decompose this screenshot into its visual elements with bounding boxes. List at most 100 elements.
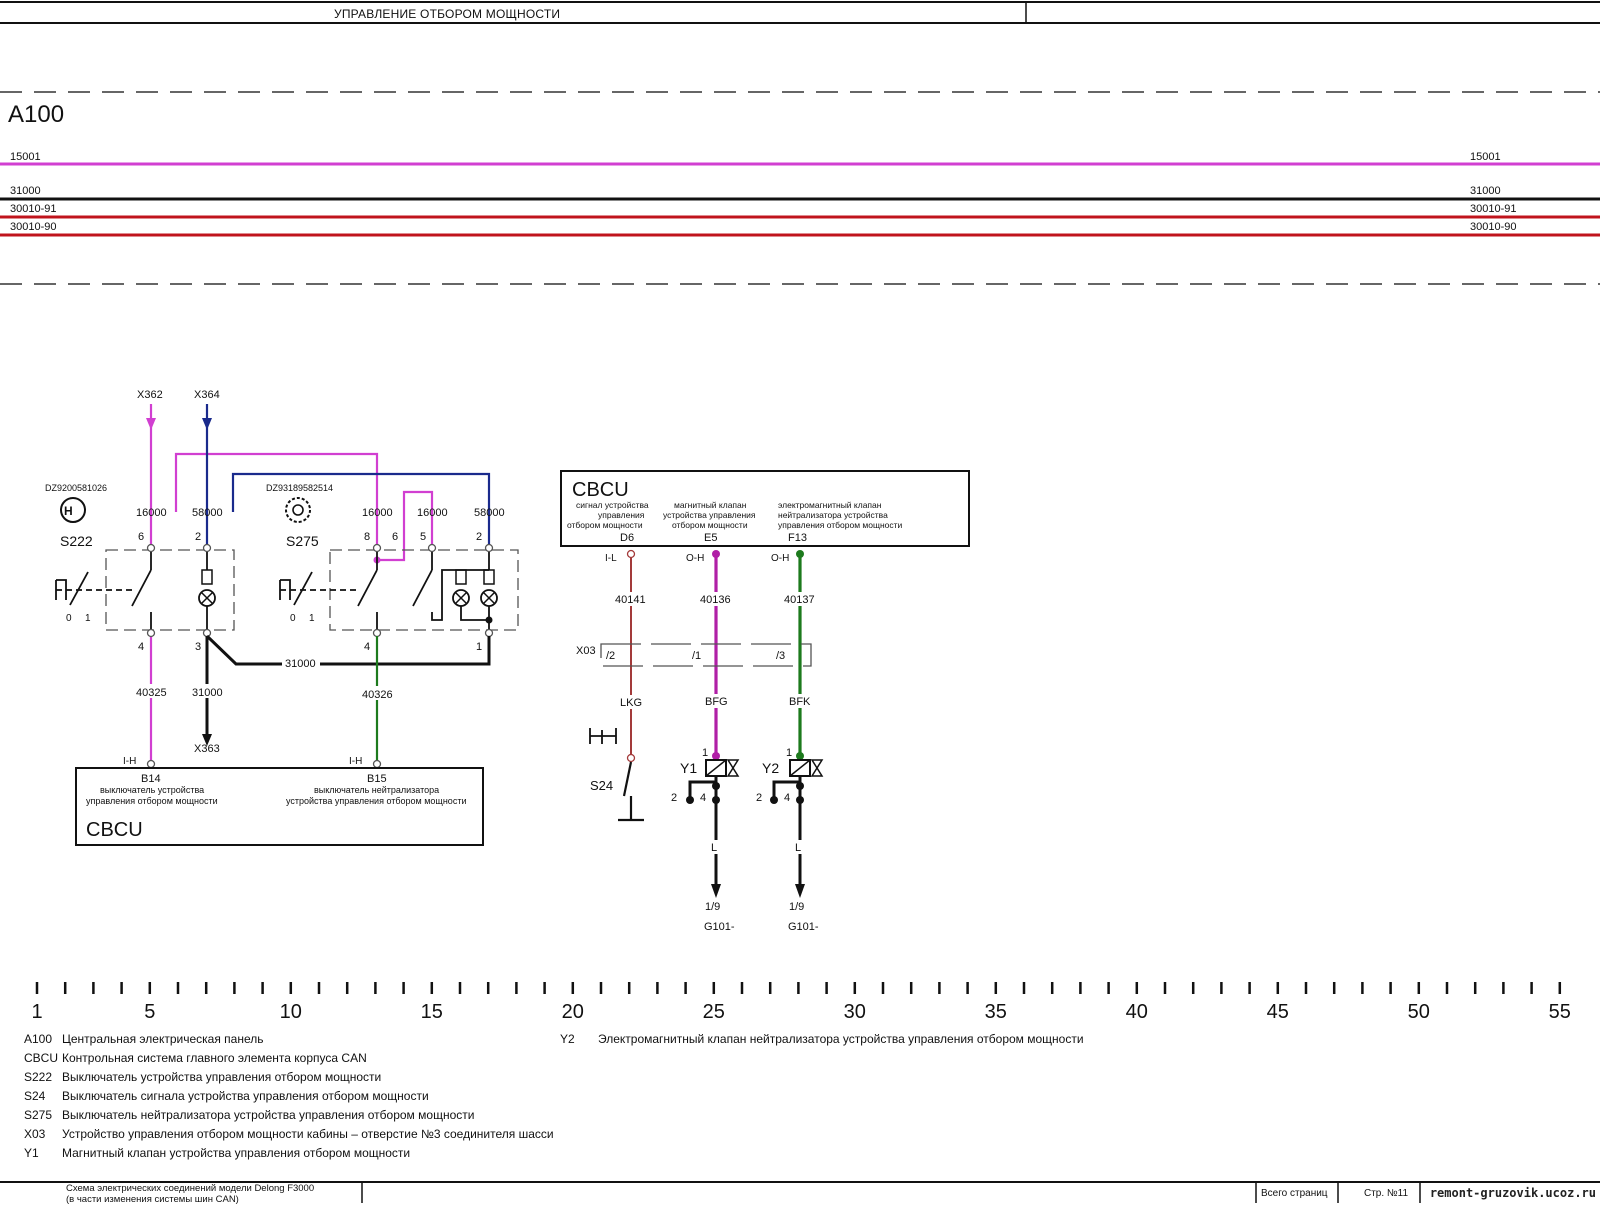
cbcu-pin-desc: устройства управления отбором мощности: [286, 796, 466, 806]
wire-label: 16000: [417, 507, 448, 519]
switch-s24: [618, 761, 644, 822]
page-title: УПРАВЛЕНИЕ ОТБОРОМ МОЩНОСТИ: [334, 7, 561, 21]
title-frame: [0, 1, 1600, 24]
connector-x363: X363: [194, 743, 220, 755]
cbcu-pin: F13: [788, 532, 807, 544]
lamp-icon: [198, 550, 216, 630]
connector-x362: X362: [137, 389, 163, 401]
pin-number: 4: [364, 641, 370, 653]
pin-type: O-H: [771, 553, 789, 564]
scale-label: 20: [562, 1001, 584, 1023]
pin-number: 1: [476, 641, 482, 653]
pin-number: 2: [756, 792, 762, 804]
wire-58000: [205, 404, 491, 546]
gear-icon: [285, 497, 311, 523]
bus-label-left: 31000: [10, 185, 41, 197]
cbcu-pin-desc: управления отбором мощности: [86, 796, 218, 806]
wire-label: 31000: [192, 687, 223, 699]
wire-color-code: BFG: [705, 696, 728, 708]
pin-terminal: [372, 759, 382, 769]
valve-y1: [686, 752, 740, 898]
switch-name-s275: S275: [286, 533, 319, 549]
pin-type: I-L: [605, 553, 617, 564]
connector-pin: /2: [606, 650, 615, 662]
cbcu-pin: E5: [704, 532, 717, 544]
switch-position: 0: [290, 613, 296, 624]
ground-point: G101-: [788, 921, 819, 933]
connector-pin: /3: [776, 650, 785, 662]
cbcu-pin-desc: управления отбором мощности: [778, 520, 903, 530]
pin-terminal: [796, 550, 804, 558]
cbcu-pin-desc: магнитный клапан: [674, 500, 747, 510]
pin-terminal: [626, 753, 636, 763]
scale-label: 25: [703, 1001, 725, 1023]
pin-number: 5: [420, 531, 426, 543]
bus-label-right: 15001: [1470, 151, 1501, 163]
wire-label: 31000: [285, 658, 316, 670]
cbcu-module-right: [560, 470, 970, 547]
connector-x03: [600, 643, 812, 667]
pto-icon: [589, 728, 617, 744]
cbcu-pin-desc: сигнал устройства: [576, 500, 649, 510]
switch-housing-s222: [105, 549, 235, 631]
pin-number: 1: [786, 747, 792, 759]
cbcu-pin: B15: [367, 773, 387, 785]
ground-point: G101-: [704, 921, 735, 933]
cbcu-module-left: [75, 767, 484, 846]
cbcu-pin-desc: отбором мощности: [672, 520, 748, 530]
bus-label-right: 31000: [1470, 185, 1501, 197]
pin-type: I-H: [123, 756, 136, 767]
footer-description: Схема электрических соединений модели De…: [66, 1183, 315, 1205]
valve-name: Y2: [762, 760, 779, 776]
cbcu-pin-desc: выключатель нейтрализатора: [314, 785, 439, 795]
cbcu-pin-desc: выключатель устройства: [100, 785, 204, 795]
panel-name: A100: [8, 101, 64, 128]
wire-color-code: L: [711, 842, 717, 854]
pin-number: 2: [671, 792, 677, 804]
part-number: DZ93189582514: [266, 483, 333, 493]
scale-label: 5: [144, 1001, 155, 1023]
wire-label: 40325: [136, 687, 167, 699]
cbcu-pin-desc: управления: [598, 510, 645, 520]
switch-position: 1: [309, 613, 315, 624]
cbcu-name: CBCU: [86, 819, 143, 841]
ground-pin: 1/9: [789, 901, 804, 913]
wire-label: 40137: [784, 594, 815, 606]
wire-label: 16000: [362, 507, 393, 519]
scale-label: 15: [421, 1001, 443, 1023]
left-circuit: X362 X364 16000 58000 16000 16000 58000 …: [45, 389, 519, 846]
wire-16000: [149, 404, 434, 764]
wire-color-code: L: [795, 842, 801, 854]
switch-s222-contacts: [55, 550, 152, 630]
scale-label: 55: [1549, 1001, 1571, 1023]
pin-number: 6: [138, 531, 144, 543]
footer-frame: [0, 1181, 1600, 1203]
footer-total-pages: Всего страниц: [1261, 1188, 1328, 1199]
switch-s275-contacts: [279, 550, 489, 630]
bus-label-left: 15001: [10, 151, 41, 163]
scale-label: 30: [844, 1001, 866, 1023]
part-number: DZ9200581026: [45, 483, 107, 493]
valve-name: Y1: [680, 760, 697, 776]
switch-name-s24: S24: [590, 778, 613, 793]
arrow-down-icon: [146, 418, 156, 430]
valve-y2: [770, 752, 824, 898]
wire-label: 40326: [362, 689, 393, 701]
pin-number: 3: [195, 641, 201, 653]
bus-label-left: 30010-90: [10, 221, 57, 233]
pin-number: 2: [195, 531, 201, 543]
cbcu-pin-desc: электромагнитный клапан: [778, 500, 882, 510]
pin-type: I-H: [349, 756, 362, 767]
cbcu-pin: D6: [620, 532, 634, 544]
site-watermark: remont-gruzovik.ucoz.ru: [1429, 1186, 1596, 1200]
ground-pin: 1/9: [705, 901, 720, 913]
connector-pin: /1: [692, 650, 701, 662]
cbcu-pin-desc: устройства управления: [663, 510, 756, 520]
lamp-icon: [480, 550, 498, 630]
